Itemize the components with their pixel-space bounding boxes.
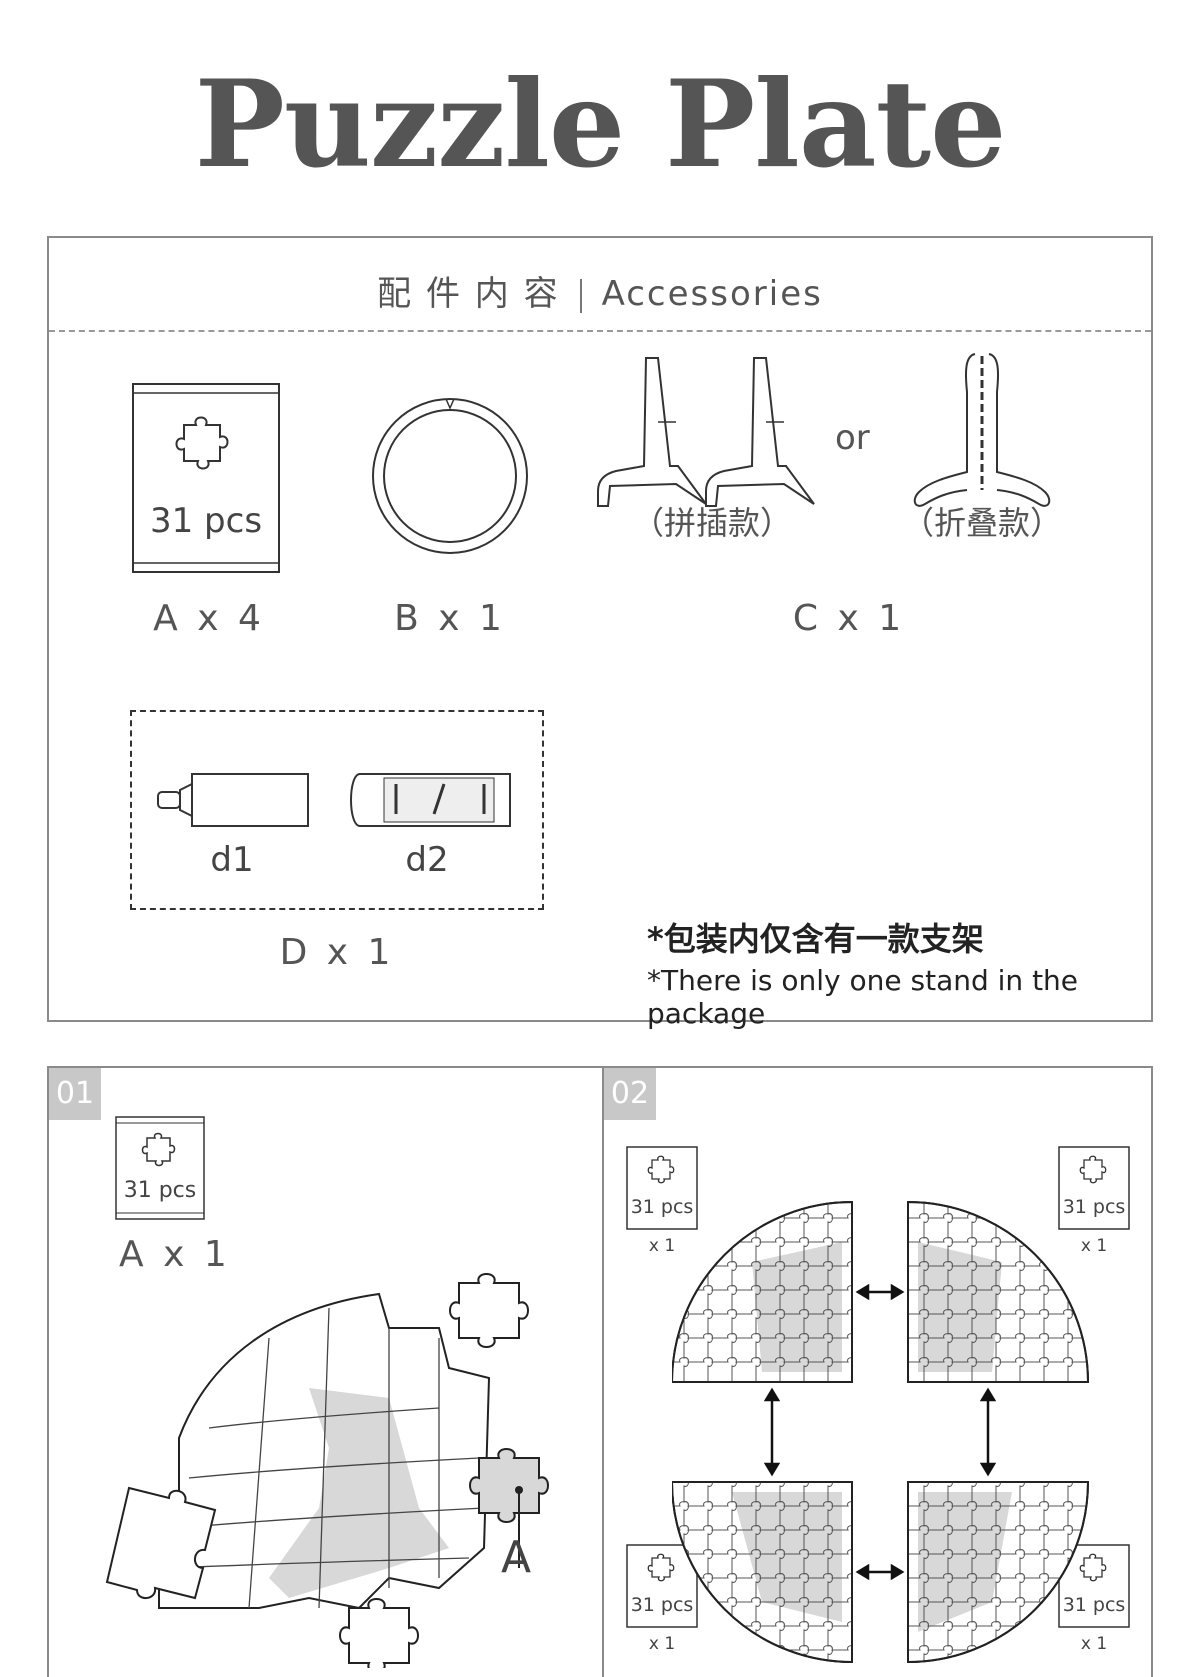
step2-pack-br: 31 pcs	[1058, 1544, 1130, 1628]
puzzle-pack-icon	[626, 1146, 698, 1230]
item-d-label: D x 1	[279, 932, 395, 973]
step2-pack-bl: 31 pcs	[626, 1544, 698, 1628]
accessories-panel: 配 件 内 容 Accessories 31 pcs A x 4 B x 1 or…	[47, 236, 1153, 1030]
step2-pack-tr: 31 pcs	[1058, 1146, 1130, 1230]
step-01-panel: 01 31 pcs A x 1 A	[47, 1066, 604, 1677]
step2-pack-count: x 1	[1080, 1634, 1108, 1654]
header-separator	[579, 278, 582, 313]
puzzle-pack-icon	[626, 1544, 698, 1628]
page-title: Puzzle Plate	[194, 54, 1007, 195]
tube-d1-icon	[157, 773, 309, 827]
accessories-header-en: Accessories	[601, 274, 823, 314]
note-cn: *包装内仅含有一款支架	[647, 920, 984, 958]
folding-stand-icon	[913, 353, 1051, 507]
or-text: or	[835, 418, 870, 458]
quarter-puzzle-illustration	[105, 1273, 549, 1668]
stand-variant-fold: （折叠款）	[901, 504, 1062, 542]
step1-pack-count: A x 1	[119, 1234, 231, 1275]
step2-pack-tl: 31 pcs	[626, 1146, 698, 1230]
pack-count-label: 31 pcs	[149, 501, 263, 541]
puzzle-pack-icon	[1058, 1544, 1130, 1628]
puzzle-pack-icon	[1058, 1146, 1130, 1230]
item-b-label: B x 1	[394, 598, 506, 639]
step1-pack: 31 pcs	[115, 1116, 205, 1220]
piece-a-label: A	[501, 1532, 532, 1583]
slot-stand-icon	[597, 357, 815, 507]
d2-label: d2	[405, 840, 449, 880]
accessories-header: 配 件 内 容 Accessories	[49, 266, 1151, 315]
step2-pack-label: 31 pcs	[1062, 1594, 1126, 1616]
step2-pack-count: x 1	[1080, 1236, 1108, 1256]
step2-pack-label: 31 pcs	[630, 1594, 694, 1616]
step-02-panel: 02 31 pcs x 1 31 pcs x 1 31 pcs x 1 31 p…	[602, 1066, 1153, 1677]
four-quarters-illustration	[672, 1200, 1090, 1664]
step2-pack-count: x 1	[648, 1634, 676, 1654]
step-number-02: 02	[604, 1068, 656, 1120]
ring-icon	[372, 398, 528, 554]
step-number-01: 01	[49, 1068, 101, 1120]
item-c-label: C x 1	[792, 598, 906, 639]
step2-pack-label: 31 pcs	[630, 1196, 694, 1218]
puzzle-pack-icon	[115, 1116, 205, 1220]
accessories-header-cn: 配 件 内 容	[377, 274, 560, 314]
stand-variant-slot: （拼插款）	[631, 504, 792, 542]
tube-d2-icon	[350, 773, 511, 827]
d1-label: d1	[210, 840, 254, 880]
puzzle-pack-icon	[132, 383, 280, 573]
note-en: *There is only one stand in the package	[647, 964, 1079, 1030]
item-a-label: A x 4	[153, 598, 265, 639]
step2-pack-label: 31 pcs	[1062, 1196, 1126, 1218]
step2-pack-count: x 1	[648, 1236, 676, 1256]
puzzle-pack-a: 31 pcs	[132, 383, 280, 573]
adhesive-group: d1 d2	[130, 710, 544, 910]
step1-pack-label: 31 pcs	[123, 1178, 197, 1203]
header-divider	[49, 330, 1151, 332]
